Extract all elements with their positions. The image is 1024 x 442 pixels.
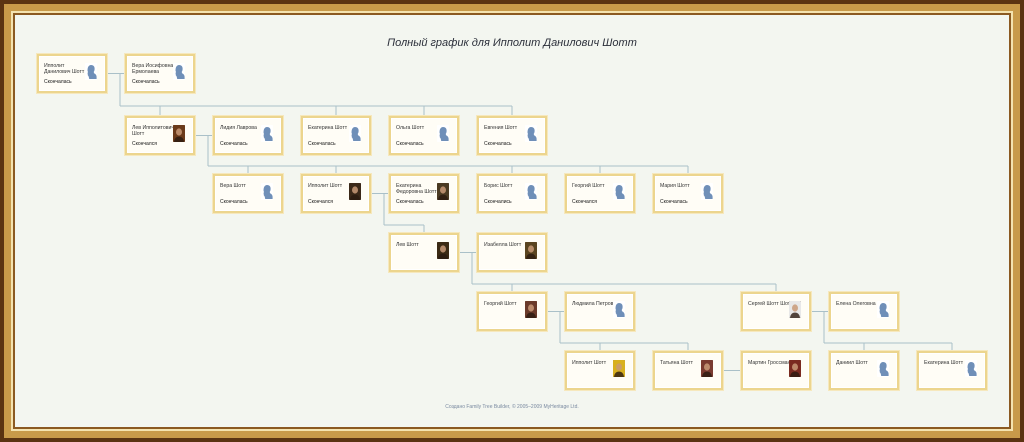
person-name: Сергей Шотт Шотт xyxy=(748,301,793,307)
person-name: Ипполит Шотт xyxy=(308,183,343,189)
silhouette-icon xyxy=(349,125,361,142)
silhouette-icon xyxy=(261,183,273,200)
chart-title: Полный график для Ипполит Данилович Шотт xyxy=(387,37,637,49)
person-name: Вера Иосифовна Ермолаева xyxy=(132,63,174,76)
tree-canvas: Полный график для Ипполит Данилович Шотт… xyxy=(4,4,1020,438)
footer-credit: Создано Family Tree Builder, © 2005–2009… xyxy=(445,404,579,410)
person-photo xyxy=(701,360,713,377)
person-name: Ипполит Шотт xyxy=(572,360,607,366)
person-status: Скончалась xyxy=(308,141,336,147)
person-name: Лидия Лаврова xyxy=(220,125,257,131)
person-photo xyxy=(789,301,801,318)
person-status: Скончалась xyxy=(484,141,512,147)
person-name: Ольга Шотт xyxy=(396,125,425,131)
person-card[interactable]: Лев Шотт xyxy=(389,233,459,272)
person-card[interactable]: Людмила Петрова xyxy=(565,292,635,331)
person-photo xyxy=(173,125,185,142)
person-status: Скончалась xyxy=(220,199,248,205)
silhouette-icon xyxy=(261,125,273,142)
person-name: Елена Олеговна xyxy=(836,301,876,307)
silhouette-icon xyxy=(613,183,625,200)
person-status: Скончалась xyxy=(660,199,688,205)
silhouette-icon xyxy=(173,63,185,80)
person-photo xyxy=(613,360,625,377)
person-name: Изабелла Шотт xyxy=(484,242,522,248)
person-photo xyxy=(525,301,537,318)
person-photo xyxy=(349,183,361,200)
silhouette-icon xyxy=(437,125,449,142)
person-name: Георгий Шотт xyxy=(484,301,517,307)
person-status: Скончалась xyxy=(220,141,248,147)
person-name: Екатерина Федоровна Шотт xyxy=(396,183,437,196)
person-status: Скончался xyxy=(308,199,333,205)
person-status: Скончался xyxy=(132,141,157,147)
person-photo xyxy=(525,242,537,259)
person-card[interactable]: Елена Олеговна xyxy=(829,292,899,331)
person-name: Вера Шотт xyxy=(220,183,246,189)
person-photo xyxy=(789,360,801,377)
silhouette-icon xyxy=(877,301,889,318)
person-card[interactable]: Ипполит Шотт xyxy=(565,351,635,390)
silhouette-icon xyxy=(613,301,625,318)
person-card[interactable]: Изабелла Шотт xyxy=(477,233,547,272)
person-name: Мария Шотт xyxy=(660,183,690,189)
person-card[interactable]: Георгий Шотт xyxy=(477,292,547,331)
person-name: Лев Ипполитович Шотт xyxy=(132,125,175,138)
person-name: Татьяна Шотт xyxy=(660,360,694,366)
person-card[interactable]: Сергей Шотт Шотт xyxy=(741,292,811,331)
silhouette-icon xyxy=(525,125,537,142)
person-card[interactable]: Мартин Гроссманн xyxy=(741,351,811,390)
person-name: Екатерина Шотт xyxy=(924,360,964,366)
person-status: Скончалась xyxy=(44,79,72,85)
person-card[interactable]: Даниил Шотт xyxy=(829,351,899,390)
person-name: Даниил Шотт xyxy=(836,360,868,366)
person-name: Мартин Гроссманн xyxy=(748,360,794,366)
person-name: Людмила Петрова xyxy=(572,301,617,307)
silhouette-icon xyxy=(877,360,889,377)
person-status: Скончалась xyxy=(132,79,160,85)
person-name: Ипполит Данилович Шотт xyxy=(44,63,85,76)
silhouette-icon xyxy=(701,183,713,200)
person-card[interactable]: Екатерина Шотт xyxy=(917,351,987,390)
silhouette-icon xyxy=(525,183,537,200)
silhouette-icon xyxy=(85,63,97,80)
silhouette-icon xyxy=(965,360,977,377)
person-card[interactable]: Татьяна Шотт xyxy=(653,351,723,390)
tree-connectors xyxy=(107,73,953,371)
person-name: Екатерина Шотт xyxy=(308,125,348,131)
person-photo xyxy=(437,242,449,259)
person-name: Георгий Шотт xyxy=(572,183,605,189)
person-status: Скончались xyxy=(484,199,512,205)
person-status: Скончался xyxy=(572,199,597,205)
person-name: Лев Шотт xyxy=(396,242,419,248)
person-status: Скончалась xyxy=(396,199,424,205)
person-name: Борис Шотт xyxy=(484,183,513,189)
person-status: Скончалась xyxy=(396,141,424,147)
person-photo xyxy=(437,183,449,200)
person-name: Евгения Шотт xyxy=(484,125,518,131)
